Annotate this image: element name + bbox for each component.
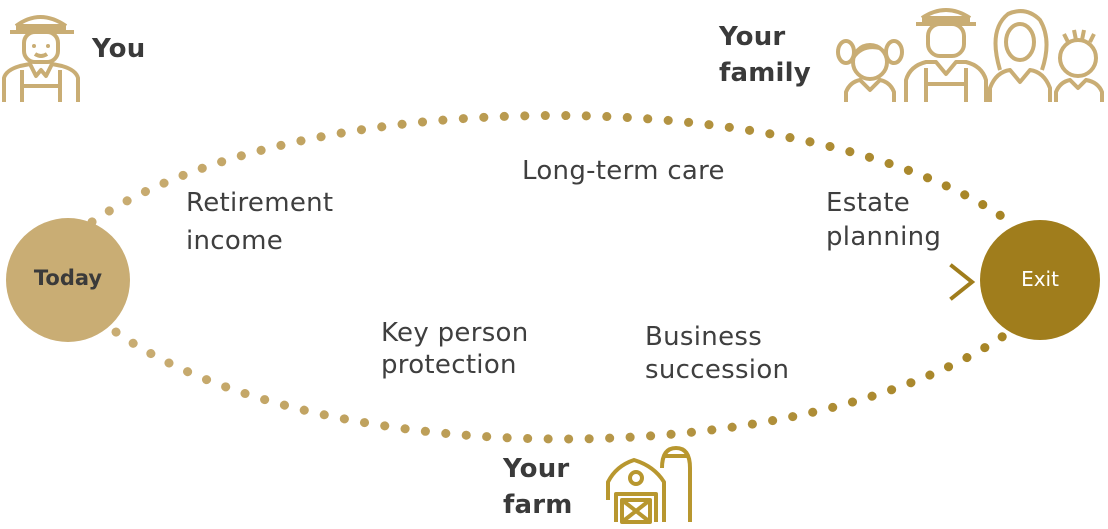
you-label: You [92, 34, 146, 64]
exit-label: Exit [1021, 267, 1059, 291]
estate-planning-line2: planning [826, 222, 942, 252]
business-succession-line1: Business [645, 322, 763, 352]
estate-planning-line1: Estate [826, 188, 911, 218]
farmer-icon [2, 15, 80, 102]
family-label-line2: family [719, 58, 811, 88]
today-label: Today [33, 266, 103, 290]
arrowhead-icon [949, 263, 976, 301]
farm-label-line1: Your [503, 454, 570, 484]
key-person-line1: Key person [381, 318, 529, 348]
today-circle [6, 218, 130, 342]
top-dotted-arc [87, 111, 1015, 227]
business-succession-line2: succession [645, 355, 790, 385]
barn-silo-icon [606, 446, 692, 524]
family-icon [836, 8, 1104, 102]
family-label-line1: Your [719, 22, 786, 52]
exit-circle [980, 220, 1100, 340]
key-person-line2: protection [381, 350, 517, 380]
farm-label-line2: farm [503, 490, 573, 520]
retirement-income-line1: Retirement [186, 188, 334, 218]
bottom-dotted-arc [111, 325, 1017, 444]
long-term-care-label: Long-term care [522, 156, 725, 186]
retirement-income-line2: income [186, 226, 284, 256]
